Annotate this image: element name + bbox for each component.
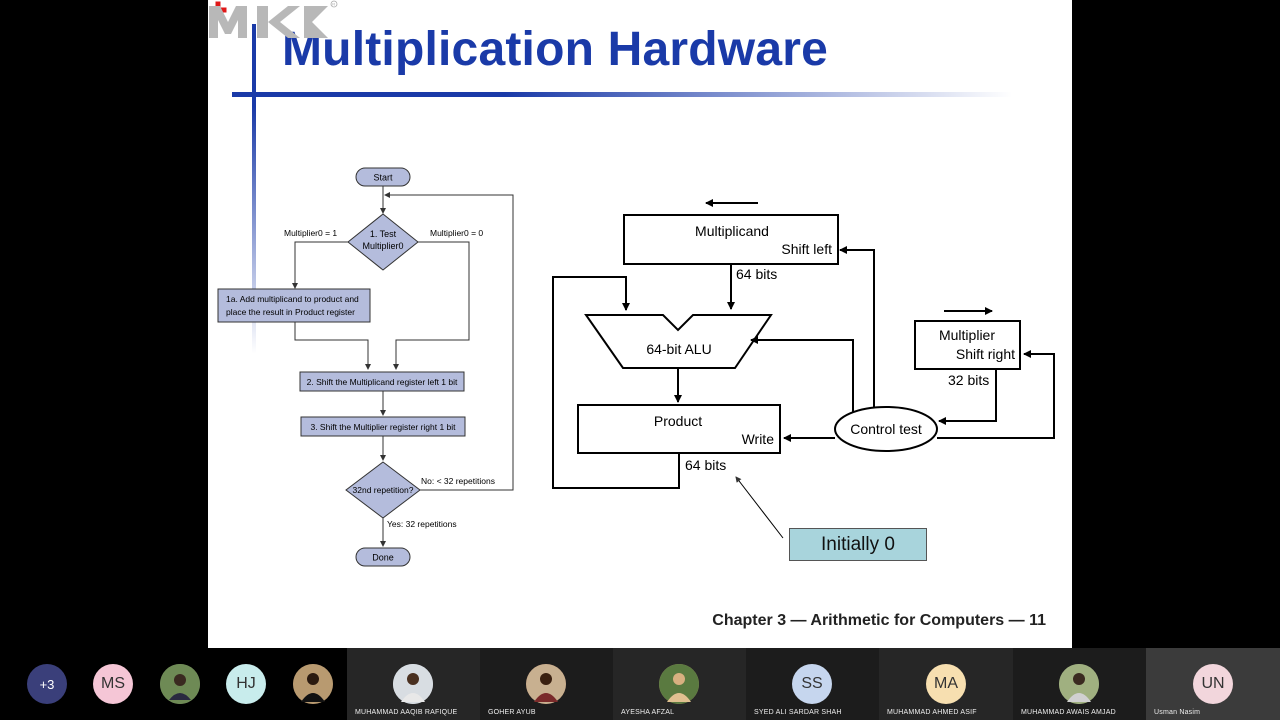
avatar [1059, 664, 1099, 704]
avatar [659, 664, 699, 704]
avatar[interactable]: MS [93, 664, 133, 704]
flow-step-3-label: 3. Shift the Multiplier register right 1… [310, 422, 456, 432]
overflow-avatar[interactable]: +3 [27, 664, 67, 704]
participant-name: GOHER AYUB [488, 709, 536, 716]
title-sidebar-line [252, 24, 256, 354]
person-photo-icon [293, 664, 333, 704]
slide-title: Multiplication Hardware [282, 23, 829, 76]
avatar[interactable]: HJ [226, 664, 266, 704]
flow-done-label: Done [372, 553, 394, 563]
avatar [393, 664, 433, 704]
write-label: Write [742, 431, 775, 447]
flow-step-2-label: 2. Shift the Multiplicand register left … [307, 377, 458, 387]
flowchart: Start 1. Test Multiplier0 Multiplier0 = … [217, 167, 514, 567]
person-photo-icon [160, 664, 200, 704]
multiplicand-bits-label: 64 bits [736, 266, 777, 282]
multiplier-bits-label: 32 bits [948, 372, 989, 388]
flow-branch-one: Multiplier0 = 1 [284, 228, 337, 238]
product-label: Product [654, 413, 702, 429]
participant-name: SYED ALI SARDAR SHAH [754, 709, 842, 716]
multiplicand-label: Multiplicand [695, 223, 769, 239]
avatar: SS [792, 664, 832, 704]
flow-done [355, 547, 411, 567]
title-underline [232, 92, 1012, 97]
person-photo-icon [526, 664, 566, 704]
flow-step-2 [299, 371, 465, 392]
flow-test-diamond [347, 213, 419, 271]
flow-no-label: No: < 32 repetitions [421, 476, 495, 486]
control-test-label: Control test [850, 421, 922, 437]
participant-name: MUHAMMAD AHMED ASIF [887, 709, 977, 716]
participant-tile[interactable]: MA MUHAMMAD AHMED ASIF [879, 648, 1013, 720]
hardware-labels: Multiplicand Shift left 64 bits 64-bit A… [646, 223, 1015, 473]
participant-tile[interactable]: MUHAMMAD AAQIB RAFIQUE [347, 648, 480, 720]
avatar: UN [1193, 664, 1233, 704]
avatar [526, 664, 566, 704]
participant-tile-active[interactable]: UN Usman Nasim [1146, 648, 1280, 720]
person-photo-icon [1059, 664, 1099, 704]
participant-tile[interactable]: SS SYED ALI SARDAR SHAH [746, 648, 879, 720]
slide-footer: Chapter 3 — Arithmetic for Computers — 1… [712, 612, 1046, 629]
alu-label: 64-bit ALU [646, 341, 711, 357]
flow-rep-label: 32nd repetition? [353, 485, 414, 495]
flow-branch-zero: Multiplier0 = 0 [430, 228, 483, 238]
participant-tile[interactable]: GOHER AYUB [480, 648, 613, 720]
participant-name: Usman Nasim [1154, 709, 1201, 716]
alu [584, 314, 773, 369]
product-register [577, 404, 781, 454]
product-bits-label: 64 bits [685, 457, 726, 473]
avatar[interactable] [160, 664, 200, 704]
participant-tile[interactable]: AYESHA AFZAL [613, 648, 746, 720]
slide: Start 1. Test Multiplier0 Multiplier0 = … [208, 0, 1072, 648]
flow-step-1a-line1: 1a. Add multiplicand to product and [226, 294, 359, 304]
participant-tile[interactable]: MUHAMMAD AWAIS AMJAD [1013, 648, 1146, 720]
initially-zero-callout: Initially 0 [789, 528, 927, 561]
flow-start-label: Start [373, 173, 393, 183]
slide-graphics: Start 1. Test Multiplier0 Multiplier0 = … [217, 24, 1055, 567]
control-test [834, 406, 938, 452]
flow-step-1a [217, 288, 371, 323]
flow-test-line1: 1. Test [370, 229, 397, 239]
participant-name: AYESHA AFZAL [621, 709, 675, 716]
svg-text:R: R [332, 2, 335, 7]
shift-left-label: Shift left [781, 241, 832, 257]
hardware-diagram [552, 199, 1055, 539]
participant-name: MUHAMMAD AAQIB RAFIQUE [355, 709, 458, 716]
multiplier-label: Multiplier [939, 327, 995, 343]
person-photo-icon [393, 664, 433, 704]
shift-right-label: Shift right [956, 346, 1015, 362]
multiplier-register [914, 320, 1021, 370]
flow-step-1a-line2: place the result in Product register [226, 307, 355, 317]
flow-yes-label: Yes: 32 repetitions [387, 519, 457, 529]
flow-test-line2: Multiplier0 [362, 241, 403, 251]
person-photo-icon [659, 664, 699, 704]
participant-name: MUHAMMAD AWAIS AMJAD [1021, 709, 1116, 716]
mk-logo: R [209, 0, 338, 38]
avatar: MA [926, 664, 966, 704]
avatar[interactable] [293, 664, 333, 704]
